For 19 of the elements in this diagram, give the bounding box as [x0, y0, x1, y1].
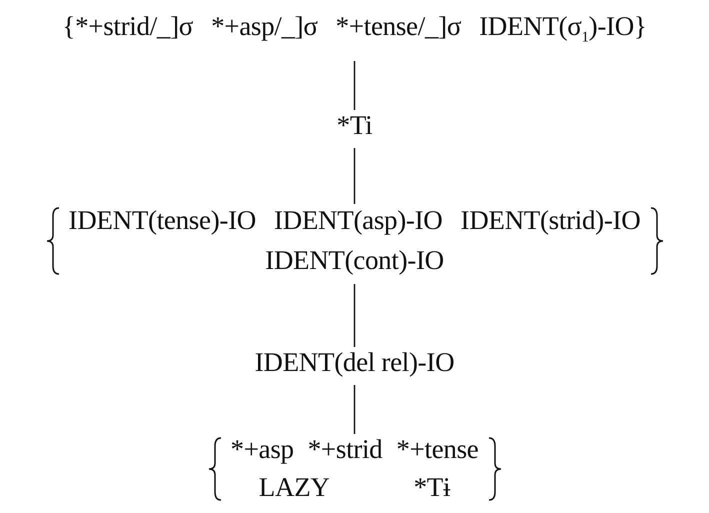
- constraint-label: *Ti: [336, 109, 372, 142]
- constraint-label: *+tense/_]σ: [336, 10, 462, 43]
- constraint-label: IDENT(σ$_{1}$)-IO}: [479, 10, 647, 48]
- ranking-line: [354, 385, 356, 434]
- constraint-label: IDENT(strid)-IO: [460, 204, 640, 237]
- constraint-label: IDENT(del rel)-IO: [254, 346, 454, 379]
- constraint-label: *+tense: [396, 433, 478, 466]
- constraint-label: IDENT(tense)-IO: [68, 204, 256, 237]
- constraint-label: LAZY: [258, 471, 330, 504]
- constraint-label: IDENT(cont)-IO: [265, 244, 444, 277]
- constraint-label: {*+strid/_]σ: [62, 10, 194, 43]
- ranking-line: [354, 61, 356, 110]
- constraint-label: *+asp: [230, 433, 294, 466]
- ranking-line: [354, 284, 356, 347]
- constraint-label: *+asp/_]σ: [211, 10, 318, 43]
- constraint-label: *+strid: [308, 433, 382, 466]
- constraint-label: IDENT(asp)-IO: [274, 204, 442, 237]
- ranking-line: [354, 148, 356, 204]
- constraint-label: *Tɨ: [414, 471, 450, 504]
